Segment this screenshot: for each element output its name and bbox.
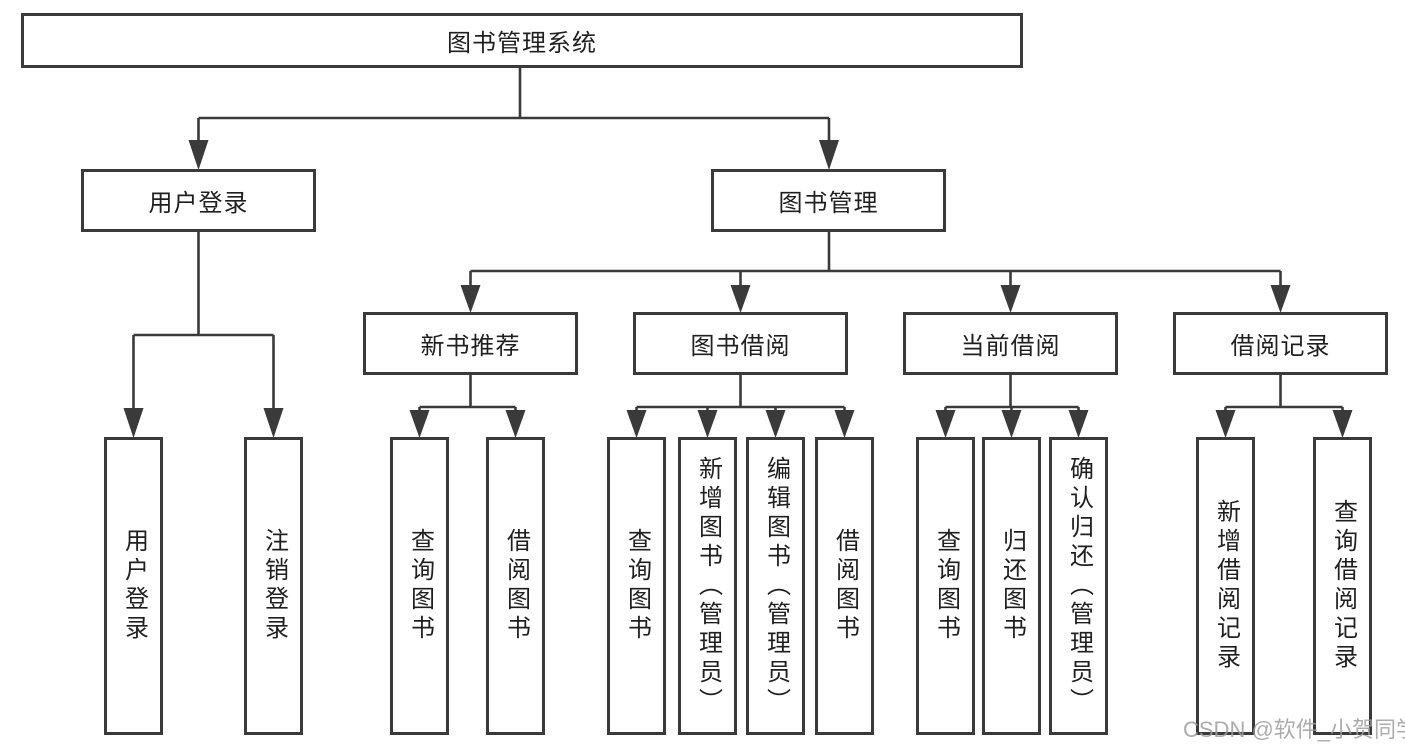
leaf-user-login-label: 用户登录 xyxy=(120,528,148,644)
node-book-borrow: 图书借阅 xyxy=(633,312,848,375)
leaf-query-borrow-record-label: 查询借阅记录 xyxy=(1329,499,1357,673)
leaf-borrow-book: 借阅图书 xyxy=(815,437,874,735)
leaf-edit-book-admin-label: 编辑图书（管理员） xyxy=(762,455,790,717)
arrowhead xyxy=(1001,410,1022,438)
node-book-management-label: 图书管理 xyxy=(778,190,879,217)
connector-current-borrow-to-leaves xyxy=(935,375,1089,438)
arrowhead xyxy=(1000,285,1021,313)
csdn-watermark: CSDN @软件_小贺同学 xyxy=(1183,717,1405,742)
arrowhead xyxy=(263,408,284,438)
arrowhead xyxy=(935,410,956,438)
leaf-logout: 注销登录 xyxy=(244,437,303,735)
arrowhead xyxy=(1270,285,1291,313)
connector-lines xyxy=(635,375,846,433)
connector-lines xyxy=(418,375,517,433)
arrowhead xyxy=(626,410,647,438)
node-root: 图书管理系统 xyxy=(21,13,1023,68)
node-root-label: 图书管理系统 xyxy=(447,30,597,57)
node-current-borrow-label: 当前借阅 xyxy=(960,333,1061,360)
arrowhead xyxy=(697,410,718,438)
connector-new-book-recommend-to-leaves xyxy=(409,375,526,438)
leaf-borrow-book-label: 借阅图书 xyxy=(831,528,859,644)
leaf-add-book-admin: 新增图书（管理员） xyxy=(678,437,737,735)
arrowhead xyxy=(1068,410,1089,438)
node-current-borrow: 当前借阅 xyxy=(903,312,1118,375)
leaf-recommend-query-book-label: 查询图书 xyxy=(406,528,434,644)
node-new-book-recommend-label: 新书推荐 xyxy=(420,333,521,360)
connector-lines xyxy=(197,68,831,165)
connector-book-management-to-level3 xyxy=(460,232,1291,313)
leaf-current-query-book-label: 查询图书 xyxy=(932,528,960,644)
arrowhead xyxy=(409,410,430,438)
leaf-query-borrow-record: 查询借阅记录 xyxy=(1313,437,1372,735)
arrowhead xyxy=(730,285,751,313)
node-user-login: 用户登录 xyxy=(81,169,316,232)
arrowhead xyxy=(1332,410,1353,438)
connector-lines xyxy=(132,232,275,433)
arrowhead xyxy=(1215,410,1236,438)
leaf-user-login: 用户登录 xyxy=(104,437,163,735)
arrowhead xyxy=(819,140,839,170)
connector-lines xyxy=(469,232,1282,308)
leaf-confirm-return-admin-label: 确认归还（管理员） xyxy=(1065,455,1093,717)
node-user-login-label: 用户登录 xyxy=(148,190,249,217)
arrowhead xyxy=(765,410,786,438)
leaf-confirm-return-admin: 确认归还（管理员） xyxy=(1049,437,1108,735)
leaf-edit-book-admin: 编辑图书（管理员） xyxy=(746,437,805,735)
arrowhead xyxy=(834,410,855,438)
leaf-recommend-borrow-book: 借阅图书 xyxy=(486,437,545,735)
connector-book-borrow-to-leaves xyxy=(626,375,855,438)
leaf-borrow-query-book-label: 查询图书 xyxy=(623,528,651,644)
leaf-return-book-label: 归还图书 xyxy=(998,528,1026,644)
arrowhead xyxy=(460,285,481,313)
node-borrow-records: 借阅记录 xyxy=(1173,312,1388,375)
connector-root-to-level2 xyxy=(188,68,839,170)
connector-borrow-records-to-leaves xyxy=(1215,375,1353,438)
leaf-recommend-query-book: 查询图书 xyxy=(390,437,449,735)
leaf-logout-label: 注销登录 xyxy=(260,528,288,644)
leaf-recommend-borrow-book-label: 借阅图书 xyxy=(502,528,530,644)
arrowhead xyxy=(505,410,526,438)
connector-lines xyxy=(1224,375,1344,433)
arrowhead xyxy=(188,140,209,170)
leaf-add-borrow-record: 新增借阅记录 xyxy=(1196,437,1255,735)
arrowhead xyxy=(123,408,144,438)
node-book-borrow-label: 图书借阅 xyxy=(690,333,791,360)
connector-user-login-to-leaves xyxy=(123,232,284,438)
node-borrow-records-label: 借阅记录 xyxy=(1230,333,1331,360)
leaf-add-borrow-record-label: 新增借阅记录 xyxy=(1212,499,1240,673)
leaf-add-book-admin-label: 新增图书（管理员） xyxy=(694,455,722,717)
leaf-return-book: 归还图书 xyxy=(982,437,1041,735)
leaf-borrow-query-book: 查询图书 xyxy=(607,437,666,735)
node-book-management: 图书管理 xyxy=(711,169,946,232)
node-new-book-recommend: 新书推荐 xyxy=(363,312,578,375)
leaf-current-query-book: 查询图书 xyxy=(916,437,975,735)
